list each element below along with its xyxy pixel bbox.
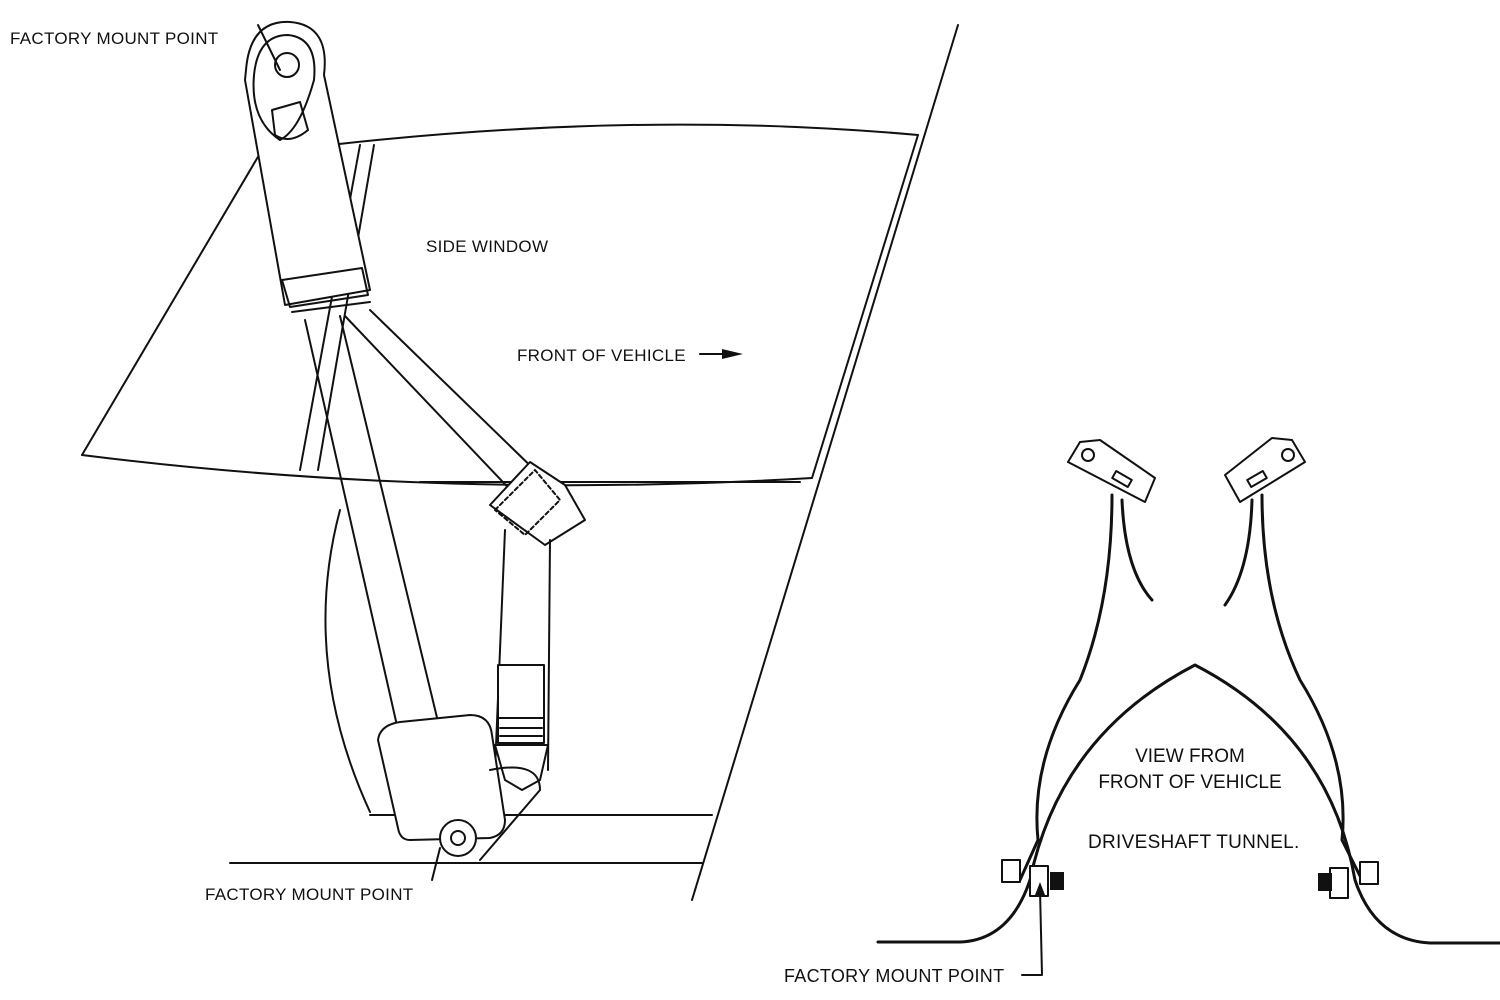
bottom-mount-label: FACTORY MOUNT POINT — [205, 885, 414, 904]
right-bracket — [1223, 437, 1379, 899]
front-of-vehicle-label: FRONT OF VEHICLE — [517, 346, 686, 365]
view-label-line2: FRONT OF VEHICLE — [1098, 772, 1282, 793]
driveshaft-tunnel — [876, 663, 1500, 945]
upper-anchor — [244, 20, 371, 313]
side-window-label: SIDE WINDOW — [426, 237, 549, 256]
driveshaft-tunnel-label: DRIVESHAFT TUNNEL. — [1088, 832, 1300, 853]
mount-leader — [1021, 889, 1043, 976]
view-label-line1: VIEW FROM — [1135, 746, 1245, 767]
top-mount-label: FACTORY MOUNT POINT — [10, 29, 219, 48]
top-mount-leader — [257, 24, 281, 71]
front-view-mount-label: FACTORY MOUNT POINT — [784, 966, 1005, 986]
shoulder-belt — [304, 309, 586, 731]
leader-arrow-icon — [1035, 882, 1045, 895]
retractor — [377, 714, 541, 881]
left-bracket — [1001, 439, 1156, 897]
buckle-stalk — [494, 529, 551, 791]
front-arrow-icon — [699, 349, 743, 359]
